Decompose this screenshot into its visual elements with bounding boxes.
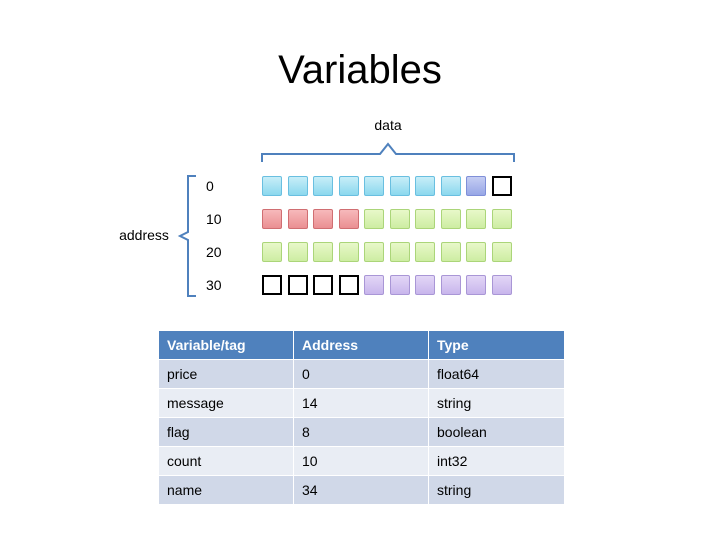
memory-cell [313, 176, 333, 196]
memory-cell [262, 275, 282, 295]
memory-cell [492, 242, 512, 262]
address-cell: 10 [293, 446, 429, 476]
memory-cell [415, 275, 435, 295]
memory-cell [390, 209, 410, 229]
memory-cell [466, 209, 486, 229]
memory-cell [339, 209, 359, 229]
memory-cell [441, 176, 461, 196]
address-cell: 0 [293, 359, 429, 389]
memory-cell [288, 176, 308, 196]
row-address-label: 10 [206, 211, 222, 227]
slide-title: Variables [278, 48, 442, 92]
address-brace [177, 175, 196, 297]
memory-cell [441, 209, 461, 229]
memory-cell [415, 242, 435, 262]
type-cell: boolean [428, 417, 565, 447]
table-row: message 14 string [159, 388, 565, 418]
memory-cell [262, 176, 282, 196]
data-label: data [374, 117, 402, 133]
memory-cell [415, 209, 435, 229]
column-header-type: Type [428, 331, 565, 360]
memory-cell [466, 176, 486, 196]
row-address-label: 20 [206, 244, 222, 260]
table-row: flag 8 boolean [159, 417, 565, 447]
memory-cell [339, 275, 359, 295]
memory-cell [288, 275, 308, 295]
memory-cell [492, 209, 512, 229]
type-cell: int32 [428, 446, 565, 476]
memory-cell [364, 242, 384, 262]
column-header-address: Address [293, 331, 429, 360]
type-cell: string [428, 388, 565, 418]
memory-cell [492, 176, 512, 196]
variables-table: Variable/tag Address Type price 0 float6… [159, 331, 565, 504]
memory-cell [466, 275, 486, 295]
row-address-label: 0 [206, 178, 214, 194]
type-cell: string [428, 475, 565, 504]
memory-cell [339, 176, 359, 196]
memory-cell [364, 209, 384, 229]
table-row: count 10 int32 [159, 446, 565, 476]
type-cell: float64 [428, 359, 565, 389]
memory-cell [441, 275, 461, 295]
memory-cell [262, 242, 282, 262]
address-cell: 8 [293, 417, 429, 447]
memory-cell [492, 275, 512, 295]
column-header-variable: Variable/tag [159, 331, 294, 360]
variable-cell: message [159, 388, 294, 418]
memory-cell [288, 242, 308, 262]
memory-cell [288, 209, 308, 229]
memory-cell [364, 275, 384, 295]
memory-cell [313, 275, 333, 295]
memory-cell [313, 209, 333, 229]
table-row: name 34 string [159, 475, 565, 504]
memory-cell [390, 242, 410, 262]
memory-cell [262, 209, 282, 229]
memory-cell [415, 176, 435, 196]
row-address-label: 30 [206, 277, 222, 293]
address-cell: 34 [293, 475, 429, 504]
variable-cell: flag [159, 417, 294, 447]
memory-cell [441, 242, 461, 262]
memory-cell [466, 242, 486, 262]
address-cell: 14 [293, 388, 429, 418]
variable-cell: name [159, 475, 294, 504]
variable-cell: price [159, 359, 294, 389]
memory-cell [390, 176, 410, 196]
data-brace [261, 142, 515, 162]
memory-cell [364, 176, 384, 196]
table-row: price 0 float64 [159, 359, 565, 389]
memory-cell [339, 242, 359, 262]
memory-cell [313, 242, 333, 262]
variable-cell: count [159, 446, 294, 476]
table-header-row: Variable/tag Address Type [159, 331, 565, 360]
memory-cell [390, 275, 410, 295]
address-label: address [119, 227, 169, 243]
